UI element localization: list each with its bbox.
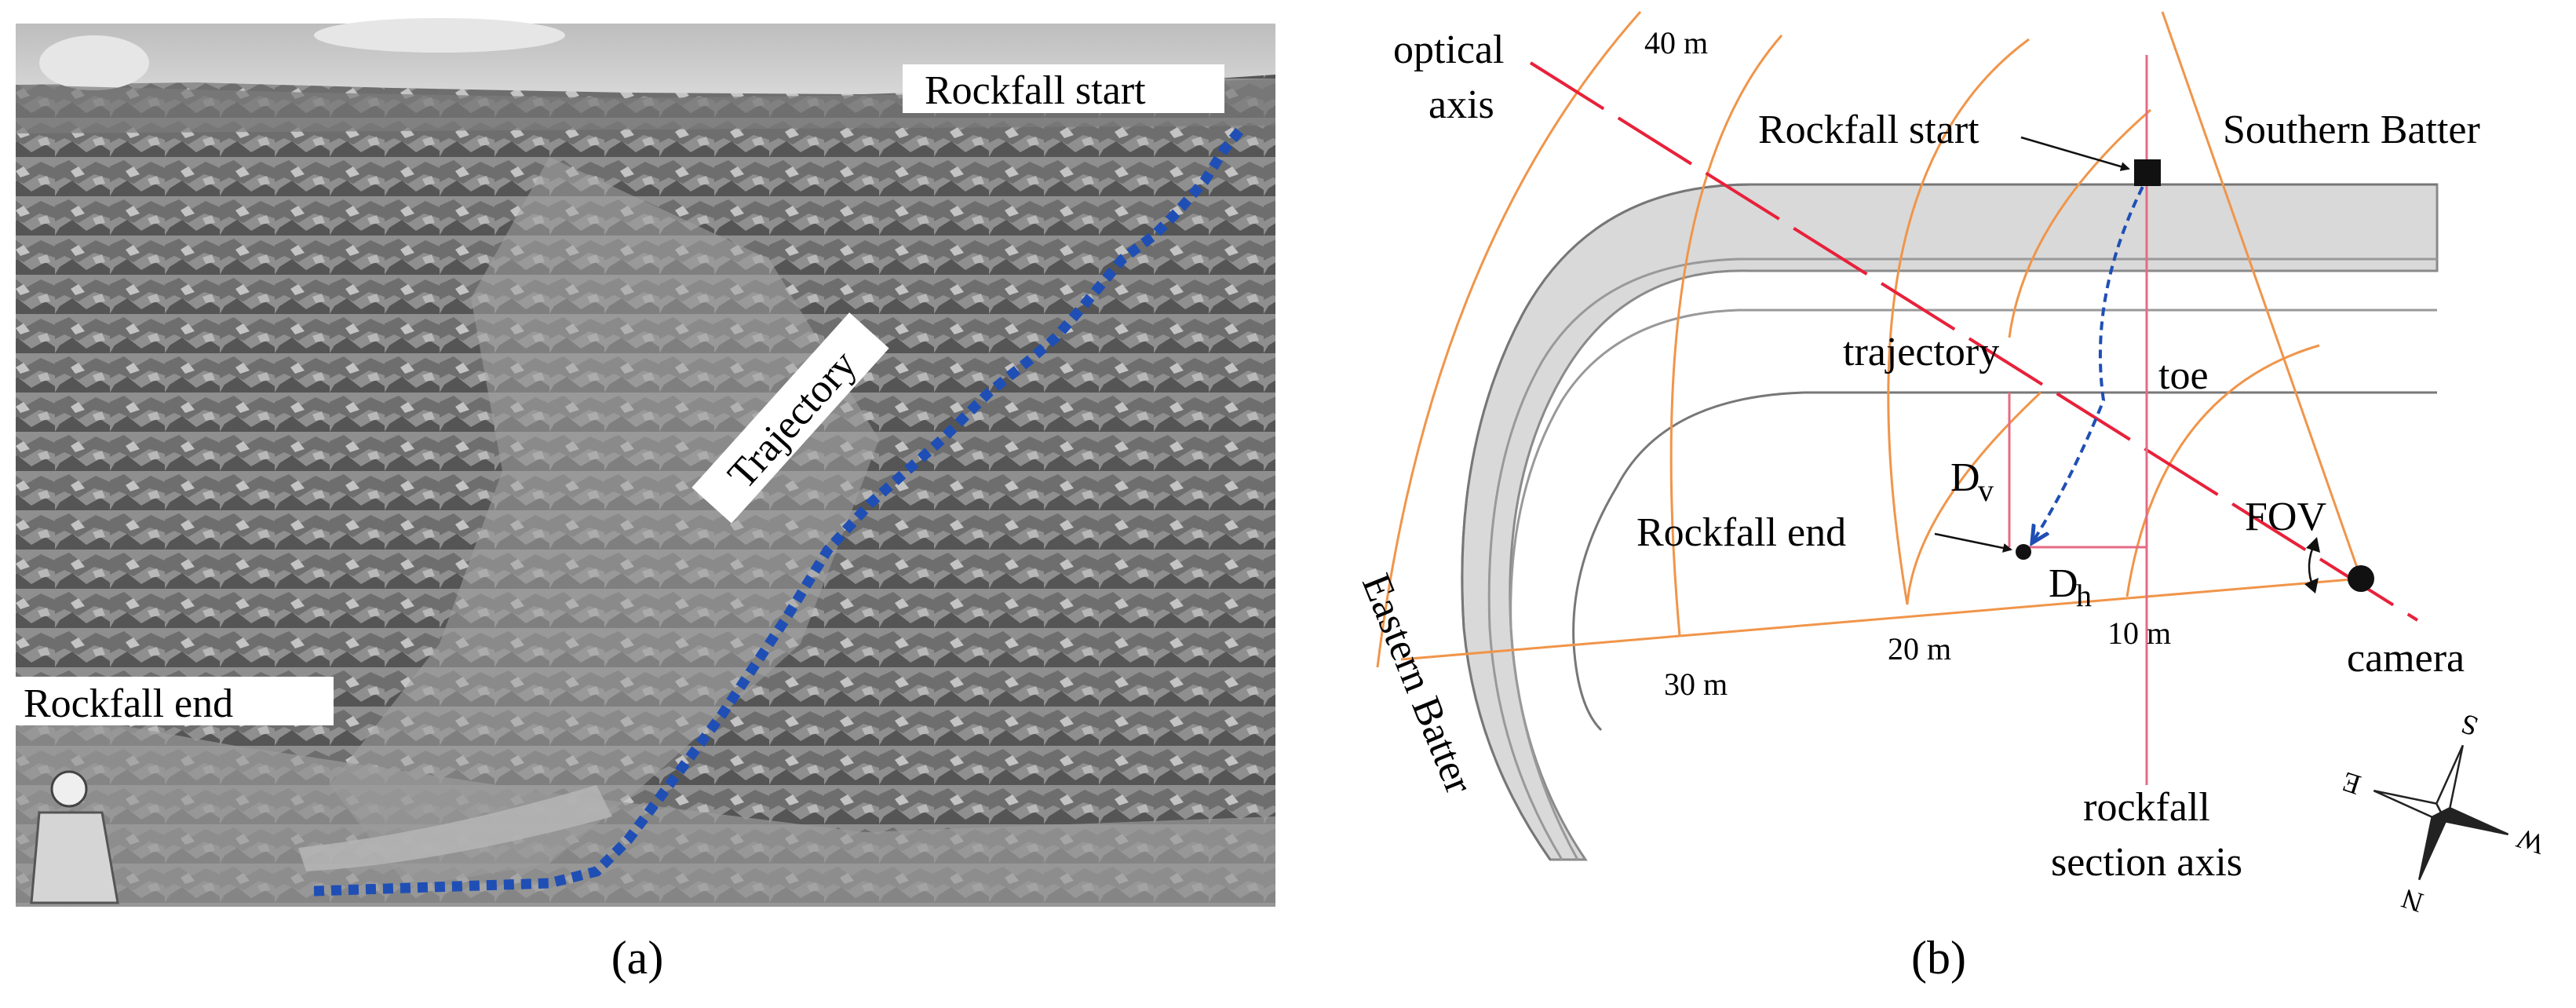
- fov-line-bottom: [1400, 577, 2362, 661]
- arc-40m: [1376, 11, 1642, 668]
- batter-line-inner: [1572, 391, 2437, 732]
- photo-crest: [16, 79, 1275, 133]
- label-distance-10m: 10 m: [2107, 615, 2171, 651]
- fov-angle-arrowhead: [2304, 578, 2319, 593]
- panel-label-a: (a): [611, 932, 664, 984]
- label-dv-sub: v: [1978, 473, 1994, 508]
- label-box-rockfall-start-a: Rockfall start: [903, 64, 1224, 113]
- label-distance-20m: 20 m: [1888, 631, 1951, 667]
- camera-marker: [2348, 565, 2374, 592]
- compass-label-n: N: [2398, 882, 2427, 919]
- compass-needle: [2439, 806, 2509, 836]
- label-optical: optical: [1393, 27, 1505, 72]
- photo-slope-light: [330, 157, 879, 887]
- photo-cloud: [314, 18, 565, 53]
- label-trajectory-b: trajectory: [1843, 330, 1999, 374]
- label-rockfall-start-a: Rockfall start: [925, 68, 1146, 113]
- compass-needle: [2417, 811, 2447, 881]
- panel-a-photo: Rockfall start Rockfall end Trajectory: [16, 18, 1275, 907]
- label-dv-main: D: [1950, 455, 1980, 500]
- label-southern-batter: Southern Batter: [2223, 108, 2480, 152]
- label-rockfall-end-b: Rockfall end: [1636, 510, 1846, 555]
- label-section-axis-line2: section axis: [2051, 840, 2242, 885]
- compass-needle: [2373, 789, 2443, 819]
- label-rockfall-end-a: Rockfall end: [24, 681, 233, 726]
- label-toe: toe: [2158, 353, 2209, 398]
- start-pointer-arrow: [2020, 136, 2130, 171]
- trajectory-line-a: [313, 122, 1248, 897]
- photo-dust: [298, 785, 612, 871]
- rockfall-end-marker: [2016, 544, 2031, 560]
- person-figure: [30, 770, 119, 904]
- label-section-axis-line1: rockfall: [2083, 785, 2210, 830]
- rockfall-start-marker: [2134, 159, 2161, 186]
- batter-outline-outer: [1461, 183, 2437, 860]
- label-axis: axis: [1428, 82, 1494, 127]
- label-dh-sub: h: [2076, 578, 2092, 613]
- label-box-rockfall-end-a: Rockfall end: [16, 677, 334, 726]
- label-rockfall-start-b: Rockfall start: [1758, 108, 1979, 152]
- photo-cloud: [39, 35, 149, 90]
- label-dh-main: D: [2049, 561, 2078, 606]
- optical-axis-line: [1529, 61, 2419, 622]
- arc-30m: [1669, 35, 1783, 637]
- label-distance-30m: 30 m: [1664, 667, 1728, 702]
- compass-label-s: S: [2457, 708, 2481, 743]
- compass-label-w: W: [2513, 823, 2549, 861]
- end-pointer-arrow: [1934, 532, 2012, 553]
- arc-10m: [2125, 344, 2320, 597]
- label-dh: D h: [2049, 561, 2092, 613]
- batter-line-mid2: [1509, 309, 2437, 860]
- panel-b-diagram: S W E N optical axis 40 m 30 m 20 m 10 m…: [1353, 11, 2549, 919]
- label-dv: D v: [1950, 455, 1994, 508]
- fov-angle-arrowhead: [2306, 537, 2320, 553]
- panel-label-b: (b): [1911, 932, 1966, 984]
- label-fov: FOV: [2245, 495, 2326, 539]
- arc-20m: [1887, 38, 2042, 605]
- fov-line-top: [2161, 11, 2363, 579]
- label-camera: camera: [2347, 636, 2465, 681]
- compass-rose: S W E N: [2338, 708, 2549, 919]
- compass-label-e: E: [2338, 765, 2364, 801]
- arc-mid: [2008, 108, 2151, 338]
- compass-needle: [2435, 744, 2465, 814]
- label-distance-40m: 40 m: [1644, 25, 1708, 60]
- trajectory-line-b: [2033, 173, 2151, 542]
- batter-line-mid1: [1487, 257, 2437, 860]
